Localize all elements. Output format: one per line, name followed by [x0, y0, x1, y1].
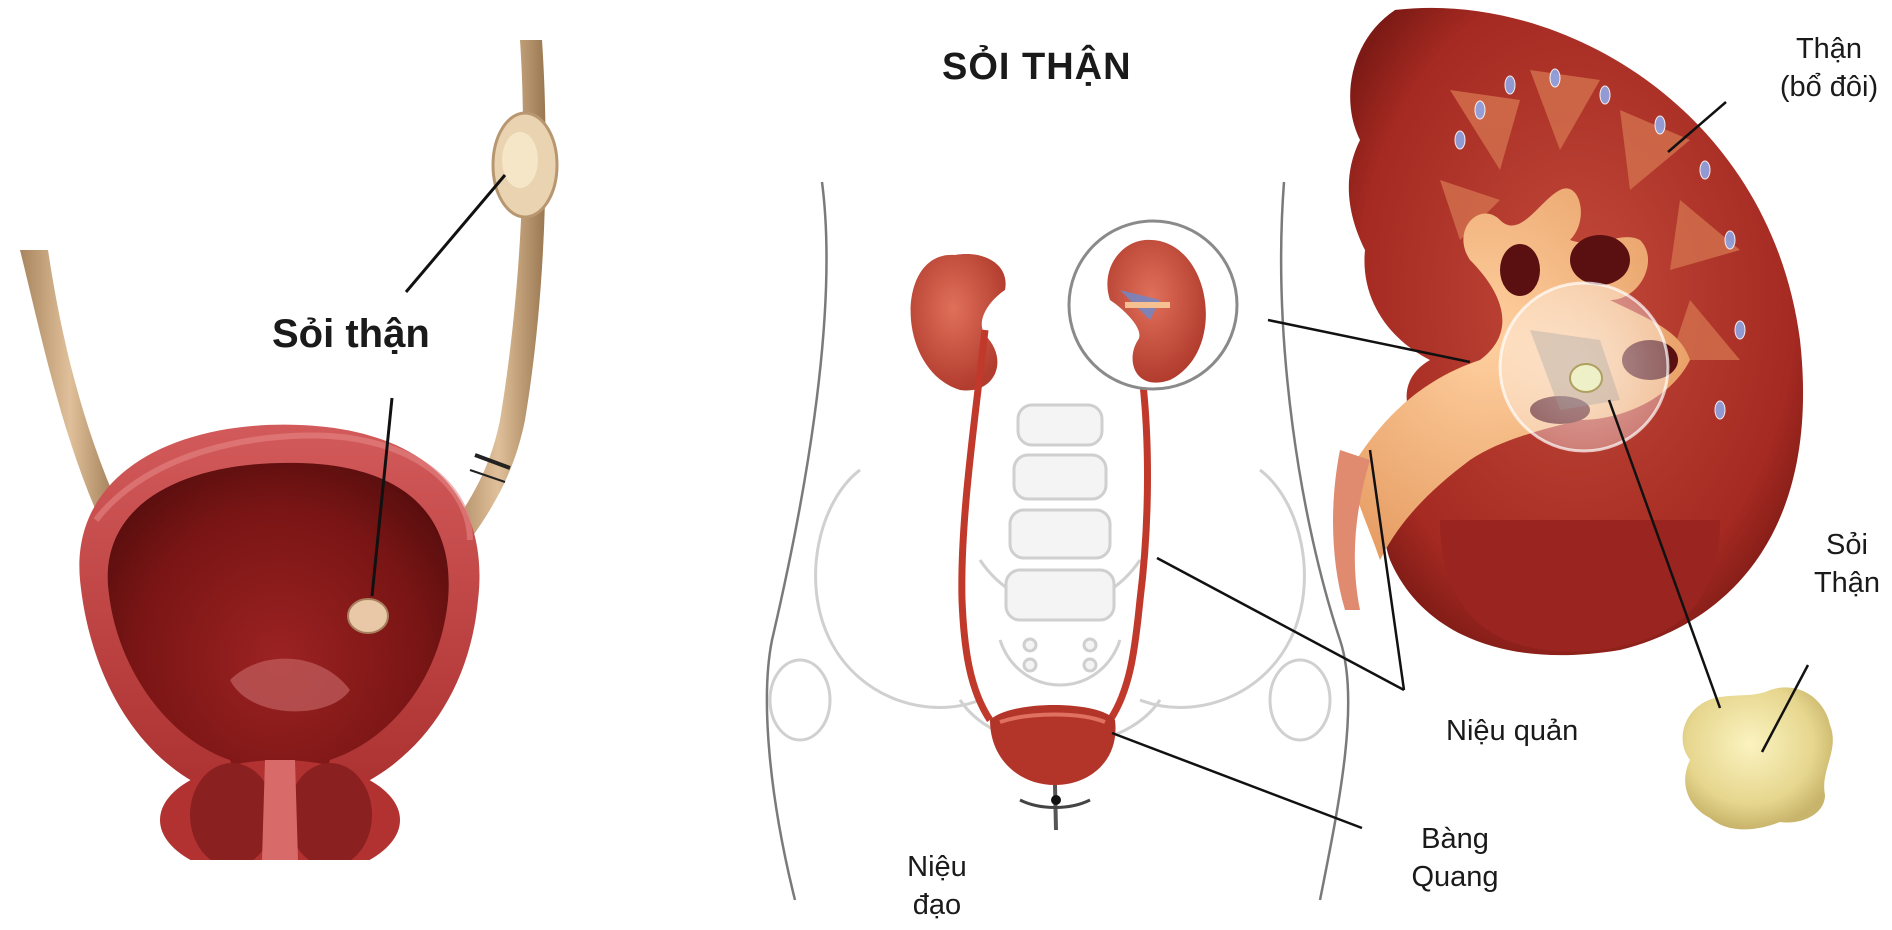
kidney-stone-small	[1570, 364, 1602, 392]
small-kidney-left	[911, 254, 1006, 390]
bladder-label-line1: Bàng	[1390, 820, 1520, 858]
bladder-label: Bàng Quang	[1390, 820, 1520, 896]
kidney-cross-section	[1333, 8, 1803, 655]
bladder-middle	[990, 705, 1116, 785]
big-stone	[1683, 687, 1833, 829]
left-stone-label: Sỏi thận	[272, 312, 430, 357]
big-ureter	[1333, 450, 1370, 610]
ureter-right-mid	[1110, 360, 1148, 720]
ureter-label: Niệu quản	[1446, 712, 1578, 750]
bladder-stone	[348, 599, 388, 633]
stone-label-line1: Sỏi	[1812, 526, 1882, 564]
urethra-label-line2: đạo	[886, 886, 988, 924]
kidney-label-line1: Thận	[1766, 30, 1892, 68]
left-bladder-illustration	[0, 40, 600, 930]
left-ureter-left	[20, 250, 120, 520]
bladder-label-line2: Quang	[1390, 858, 1520, 896]
spine	[1006, 405, 1114, 671]
urethra-label-line1: Niệu	[886, 848, 988, 886]
page-title: SỎI THẬN	[942, 46, 1132, 89]
stone-label: Sỏi Thận	[1812, 526, 1882, 602]
kidney-label: Thận (bổ đôi)	[1766, 30, 1892, 106]
stone-label-line2: Thận	[1812, 564, 1882, 602]
urethra-label: Niệu đạo	[886, 848, 988, 924]
kidney-label-line2: (bổ đôi)	[1766, 68, 1892, 106]
